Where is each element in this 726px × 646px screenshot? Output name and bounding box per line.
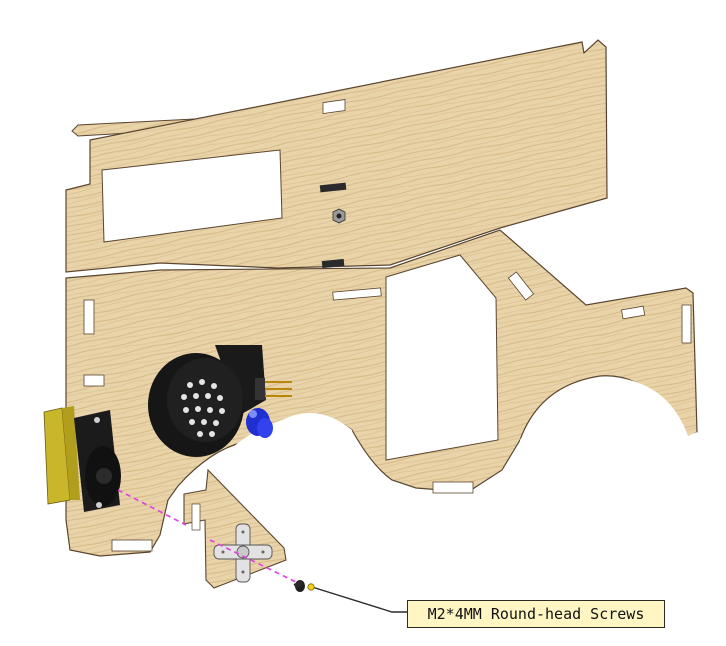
- callout-anchor-dot: [307, 583, 315, 591]
- door-cutout: [385, 254, 499, 461]
- buzzer-module: [148, 345, 292, 457]
- panel-slots: [83, 99, 692, 552]
- mount-slots-dark: [319, 182, 347, 269]
- front-wheel-arch: [200, 412, 360, 505]
- callout-leader: [311, 586, 407, 613]
- screw-alignment-line: [117, 489, 301, 585]
- rear-wheel-arch: [520, 377, 697, 470]
- bracket-slot: [191, 503, 201, 531]
- servo-motor: [43, 406, 121, 512]
- round-head-screw: [293, 580, 305, 592]
- upper-side-panel: [65, 39, 608, 273]
- window-cutout: [101, 149, 283, 243]
- screw-callout-label: M2*4MM Round-head Screws: [407, 600, 665, 628]
- blue-led: [246, 408, 273, 438]
- nut-fastener: [332, 208, 346, 224]
